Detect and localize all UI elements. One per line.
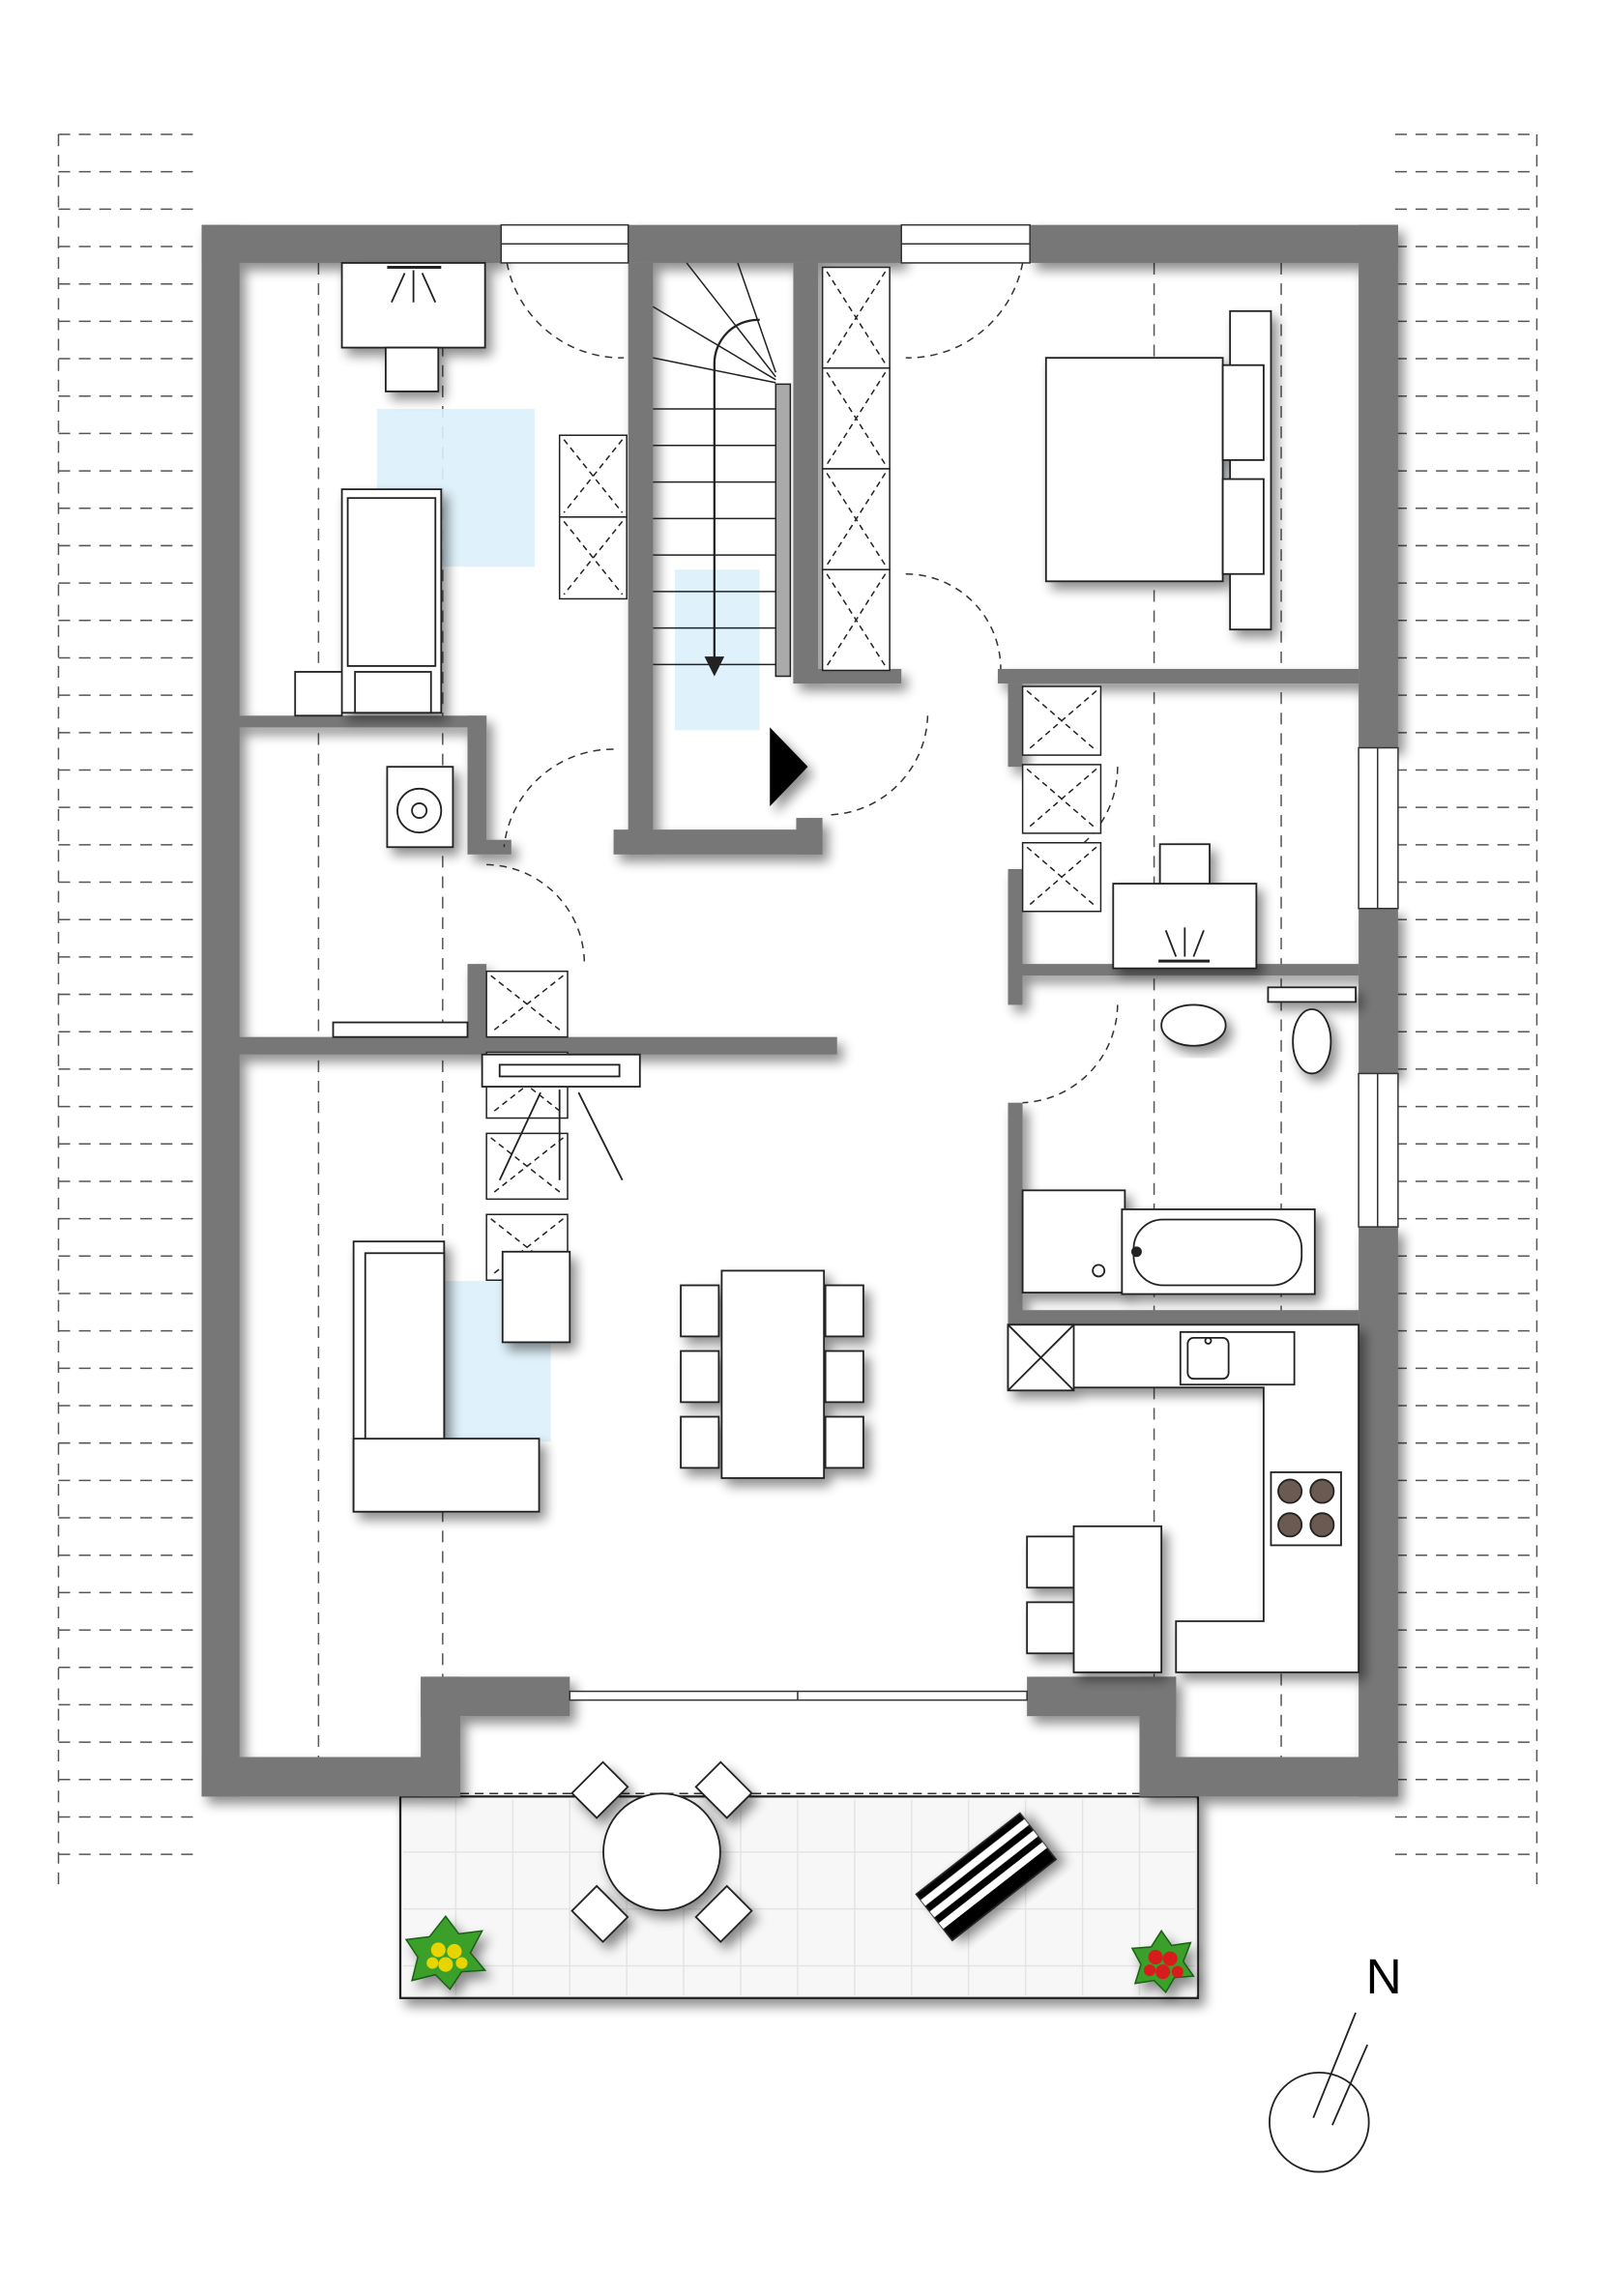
walls bbox=[201, 224, 1398, 1797]
dining-table bbox=[680, 1269, 864, 1479]
washbasin bbox=[1160, 1003, 1227, 1047]
wardrobe-unit bbox=[485, 970, 569, 1038]
wardrobe-unit bbox=[1021, 685, 1102, 756]
patio-table bbox=[570, 1760, 753, 1943]
toilet bbox=[1267, 986, 1357, 1075]
roof-hatch-right bbox=[1394, 133, 1538, 1884]
double-bed bbox=[1044, 309, 1272, 631]
cooktop bbox=[1270, 1470, 1342, 1547]
sun-lounger bbox=[915, 1812, 1058, 1942]
wardrobe-unit bbox=[485, 1132, 569, 1201]
shower bbox=[1021, 1189, 1126, 1293]
roof-hatch-left bbox=[57, 133, 202, 1884]
wardrobe-unit bbox=[1021, 764, 1102, 834]
north-compass-icon bbox=[1269, 2012, 1370, 2173]
wardrobe-unit bbox=[558, 516, 628, 600]
staircase bbox=[652, 262, 792, 678]
bathtub bbox=[1121, 1208, 1316, 1295]
wardrobe-unit bbox=[1021, 841, 1102, 913]
armchair bbox=[501, 1250, 571, 1344]
kitchen-bar bbox=[1026, 1525, 1163, 1673]
wardrobe-unit bbox=[821, 568, 891, 672]
ceiling-lamp bbox=[481, 1053, 641, 1181]
balcony bbox=[398, 1792, 1200, 1999]
windows bbox=[500, 223, 1399, 1701]
entrance-arrow-icon bbox=[770, 727, 808, 806]
sink bbox=[1179, 1330, 1296, 1386]
wardrobe-unit bbox=[821, 366, 891, 470]
washing-machine bbox=[386, 766, 454, 849]
single-bed bbox=[340, 488, 443, 714]
north-label: N bbox=[1366, 1949, 1402, 2004]
desk-lamp-icon bbox=[387, 265, 442, 304]
sofa bbox=[352, 1240, 541, 1513]
wardrobe-unit bbox=[821, 266, 891, 369]
plant-red-icon bbox=[1130, 1929, 1195, 1993]
kitchen-counter bbox=[1007, 1323, 1360, 1673]
plant-yellow-icon bbox=[404, 1914, 487, 1991]
furniture bbox=[294, 262, 1360, 1943]
wardrobe-unit bbox=[821, 468, 891, 570]
wardrobe-unit bbox=[558, 434, 628, 518]
